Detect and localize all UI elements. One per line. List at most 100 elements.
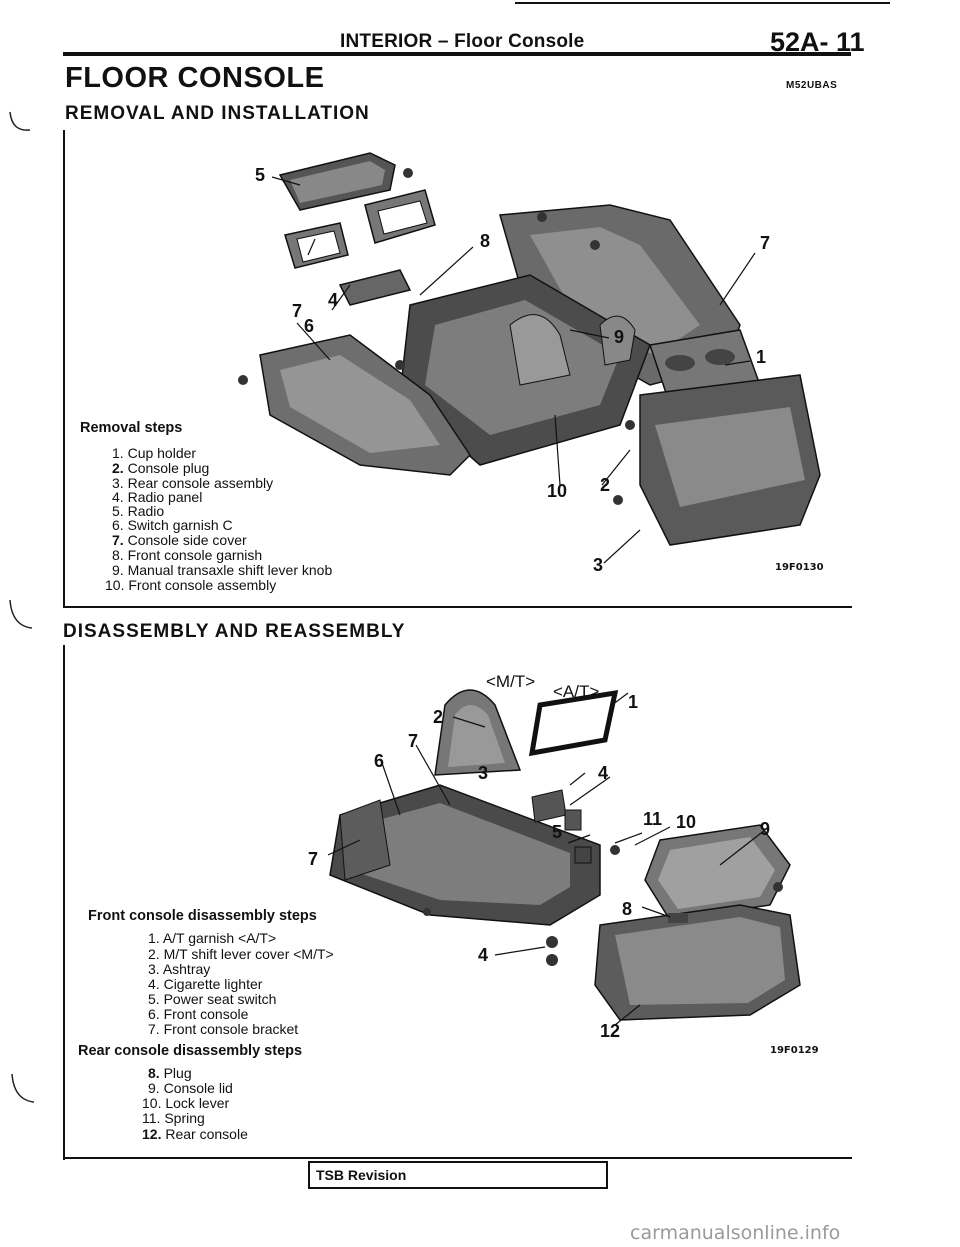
- page-header-title: INTERIOR – Floor Console: [340, 31, 585, 52]
- list-item: 6. Front console: [148, 1006, 248, 1022]
- step-text: Console lid: [163, 1080, 233, 1096]
- callout-label: 7: [292, 301, 302, 321]
- list-item: 7. Front console bracket: [148, 1021, 298, 1037]
- step-text: Radio: [127, 503, 165, 519]
- step-text: Front console assembly: [128, 577, 277, 593]
- callout-label: 2: [600, 475, 610, 495]
- watermark: carmanualsonline.info: [630, 1222, 841, 1244]
- list-item: 8. Front console garnish: [112, 547, 262, 563]
- callout-label: 6: [304, 316, 314, 336]
- at-tag: <A/T>: [553, 682, 599, 701]
- removal-illustration: 5 8 7 7 4 6 9 1 10 2 3: [238, 152, 821, 575]
- disassembly-illustration: <M/T> <A/T> 1 2 7 6 3 4 11 10 9 5 7 8 4 …: [308, 672, 801, 1041]
- step-number: 9.: [112, 562, 124, 578]
- step-number: 6.: [112, 517, 124, 533]
- disassembly-title: DISASSEMBLY AND REASSEMBLY: [63, 621, 406, 642]
- removal-steps-heading: Removal steps: [80, 420, 183, 436]
- callout-label: 1: [756, 347, 766, 367]
- exploded-view-parts: [238, 152, 821, 546]
- list-item: 9. Console lid: [148, 1080, 233, 1096]
- step-text: Front console bracket: [163, 1021, 299, 1037]
- step-text: Spring: [164, 1110, 205, 1126]
- step-text: Radio panel: [127, 489, 203, 505]
- callout-label: 7: [308, 849, 318, 869]
- list-item: 10. Front console assembly: [105, 577, 276, 593]
- disassembly-callouts: <M/T> <A/T> 1 2 7 6 3 4 11 10 9 5 7 8 4 …: [308, 672, 770, 1041]
- binding-mark: [9, 599, 33, 629]
- header-rule: [63, 52, 851, 56]
- step-text: Console side cover: [127, 532, 247, 548]
- callout-label: 6: [374, 751, 384, 771]
- callout-label: 12: [600, 1021, 620, 1041]
- step-number: 3.: [148, 961, 160, 977]
- callout-label: 4: [328, 290, 338, 310]
- list-item: 2. M/T shift lever cover <M/T>: [148, 946, 334, 962]
- step-text: Front console garnish: [127, 547, 263, 563]
- step-number: 10.: [105, 577, 125, 593]
- callout-label: 7: [408, 731, 418, 751]
- step-number: 7.: [148, 1021, 160, 1037]
- step-text: Power seat switch: [163, 991, 277, 1007]
- step-number: 6.: [148, 1006, 160, 1022]
- step-number: 12.: [142, 1126, 162, 1142]
- step-text: M/T shift lever cover <M/T>: [163, 946, 334, 962]
- mt-tag: <M/T>: [486, 672, 535, 691]
- step-number: 7.: [112, 532, 124, 548]
- step-number: 1.: [112, 445, 124, 461]
- step-number: 4.: [148, 976, 160, 992]
- step-number: 5.: [112, 503, 124, 519]
- removal-callouts: 5 8 7 7 4 6 9 1 10 2 3: [255, 165, 770, 575]
- callout-label: 9: [614, 327, 624, 347]
- callout-label: 10: [547, 481, 567, 501]
- step-text: Cigarette lighter: [163, 976, 263, 992]
- list-item: 3. Ashtray: [148, 961, 210, 977]
- exploded-view-parts: [329, 689, 801, 1021]
- step-text: Rear console: [165, 1126, 248, 1142]
- list-item: 11. Spring: [142, 1110, 205, 1126]
- tsb-revision-box: TSB Revision: [308, 1161, 608, 1189]
- list-item: 6. Switch garnish C: [112, 517, 233, 533]
- list-item: 5. Radio: [112, 503, 164, 519]
- step-number: 5.: [148, 991, 160, 1007]
- step-text: Manual transaxle shift lever knob: [127, 562, 333, 578]
- callout-label: 3: [593, 555, 603, 575]
- callout-label: 4: [478, 945, 488, 965]
- step-number: 11.: [142, 1110, 161, 1126]
- callout-label: 4: [598, 763, 608, 783]
- step-text: Front console: [163, 1006, 249, 1022]
- list-item: 5. Power seat switch: [148, 991, 276, 1007]
- callout-label: 11: [643, 809, 662, 829]
- callout-label: 8: [622, 899, 632, 919]
- step-text: Cup holder: [127, 445, 197, 461]
- step-text: Rear console assembly: [127, 475, 274, 491]
- list-item: 4. Radio panel: [112, 489, 202, 505]
- list-item: 8. Plug: [148, 1065, 192, 1081]
- disassembly-frame-bottom: [63, 1157, 852, 1159]
- step-number: 10.: [142, 1095, 162, 1111]
- removal-frame-bottom: [63, 606, 852, 608]
- callout-label: 10: [676, 812, 696, 832]
- list-item: 1. A/T garnish <A/T>: [148, 930, 276, 946]
- list-item: 9. Manual transaxle shift lever knob: [112, 562, 332, 578]
- binding-mark: [11, 1073, 34, 1103]
- list-item: 2. Console plug: [112, 460, 209, 476]
- step-number: 1.: [148, 930, 160, 946]
- list-item: 7. Console side cover: [112, 532, 247, 548]
- callout-label: 1: [628, 692, 638, 712]
- step-text: Ashtray: [162, 961, 211, 977]
- list-item: 4. Cigarette lighter: [148, 976, 262, 992]
- binding-mark: [9, 111, 31, 131]
- list-item: 10. Lock lever: [142, 1095, 229, 1111]
- step-text: Plug: [163, 1065, 192, 1081]
- step-number: 9.: [148, 1080, 160, 1096]
- figure-code: 19F0129: [770, 1045, 819, 1056]
- step-text: Console plug: [127, 460, 210, 476]
- callout-label: 5: [552, 822, 562, 842]
- callout-label: 5: [255, 165, 265, 185]
- step-number: 2.: [112, 460, 124, 476]
- list-item: 1. Cup holder: [112, 445, 196, 461]
- front-steps-heading: Front console disassembly steps: [88, 908, 317, 924]
- step-number: 8.: [112, 547, 124, 563]
- callout-label: 8: [480, 231, 490, 251]
- list-item: 12. Rear console: [142, 1126, 248, 1142]
